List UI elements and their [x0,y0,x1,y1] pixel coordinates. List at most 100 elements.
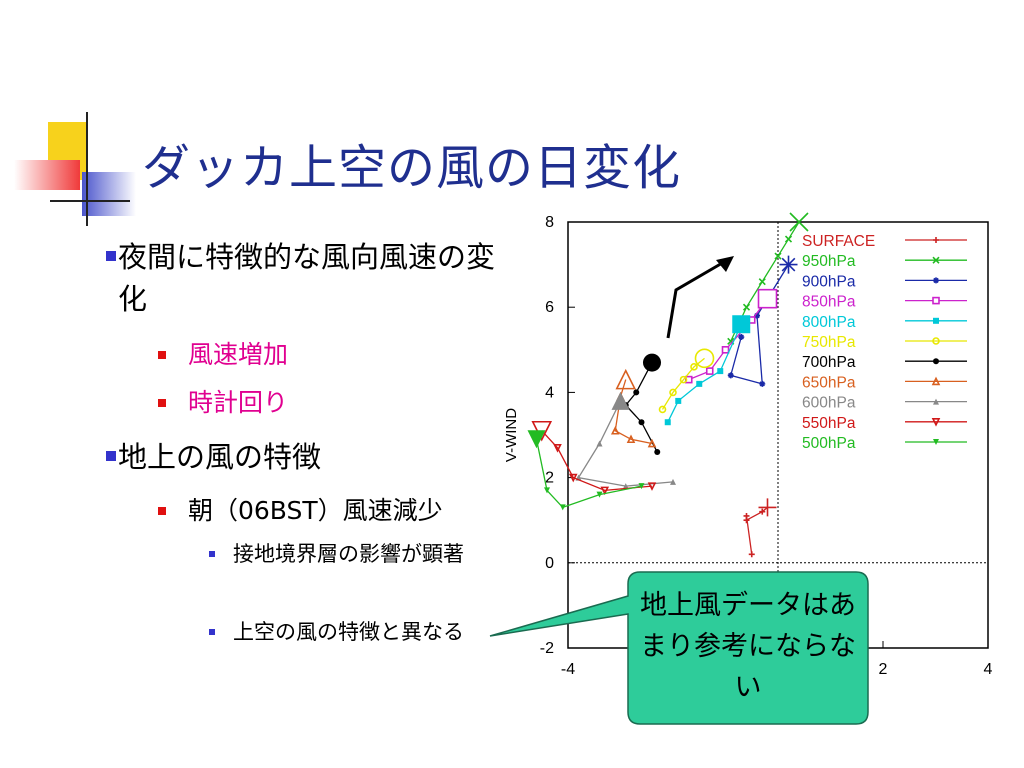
x-tick-label: -4 [561,661,575,678]
series-750hpa [658,348,715,414]
series-line [614,379,653,445]
callout-text: 地上風データはあまり参考にならない [640,590,856,703]
data-point [933,398,939,405]
legend-label: 550hPa [802,415,856,432]
data-point [647,438,657,448]
data-point [611,391,630,410]
x-tick-label: 2 [879,661,888,678]
bullet-square-icon [106,251,116,261]
bullet-l1-surface-wind: 地上の風の特徴 [106,436,498,478]
series-line [577,400,674,487]
data-point [610,425,620,435]
data-point [727,372,734,379]
legend-label: 600hPa [802,395,856,412]
x-tick-label: 4 [984,661,993,678]
data-point [732,315,751,334]
legend-label: 950hPa [802,253,856,270]
data-point [658,405,667,414]
data-point [758,278,766,286]
series-500hpa [527,430,645,511]
y-tick-label: 2 [545,470,554,487]
data-point [931,417,941,427]
data-point [654,449,661,456]
decor-vertical-line [86,112,88,226]
bullet-square-icon [209,629,215,635]
data-point [559,504,566,511]
data-point [544,487,550,494]
arrowhead-icon [716,256,734,272]
y-axis-label: V-WIND [503,408,520,462]
bullet-square-icon [106,451,116,461]
data-point [638,419,645,426]
data-point [647,482,657,491]
data-point [758,498,777,517]
legend-label: 850hPa [802,294,856,311]
data-point [789,212,809,232]
clockwise-arrow-icon [666,260,725,339]
bullet-square-icon [158,507,166,515]
data-point [738,334,745,341]
data-point [679,375,688,384]
bullet-l2-clockwise: 時計回り [158,386,288,420]
y-tick-label: 0 [545,555,554,572]
y-tick-label: 4 [545,384,554,401]
series-surface [743,498,777,558]
data-point [596,491,603,498]
decor-horizontal-line [50,200,130,202]
data-point [933,237,939,243]
data-point [638,483,645,490]
data-point [596,440,603,447]
decor-red-block [14,160,80,190]
data-point [717,368,724,375]
data-point [527,430,546,449]
decor-blue-block [82,172,136,216]
legend-label: 700hPa [802,354,856,371]
bullet-square-icon [209,551,215,557]
data-point [626,434,636,444]
series-850hpa [684,288,778,384]
data-point [696,380,703,387]
legend-label: 650hPa [802,374,856,391]
data-point [779,255,798,274]
legend-label: 750hPa [802,334,856,351]
series-line [745,506,768,555]
data-point [933,277,939,284]
data-point [932,256,940,264]
bullet-l3-differs-from-upper: 上空の風の特徴と異なる [209,618,493,646]
series-950hpa [727,212,809,345]
data-point [742,303,751,311]
data-point [721,345,730,354]
data-point [774,252,782,260]
y-tick-label: 6 [545,299,554,316]
bullet-square-icon [158,351,166,359]
data-point [932,296,940,305]
data-point [759,380,766,387]
data-point [675,397,682,404]
legend-label: 800hPa [802,314,856,331]
legend-label: 500hPa [802,435,856,452]
data-point [600,486,610,496]
data-point [669,388,677,397]
data-point [743,517,750,524]
bullet-l3-boundary-layer: 接地境界層の影響が顕著 [209,540,493,568]
data-point [931,376,941,386]
series-650hpa [610,368,657,448]
slide-title: ダッカ上空の風の日変化 [142,140,682,196]
callout-bubble [489,571,869,725]
bullet-l2-speed-increase: 風速増加 [158,338,288,372]
data-point [784,235,793,243]
y-tick-label: -2 [540,640,554,657]
data-point [568,473,578,483]
series-line [541,430,653,492]
bullet-l1-night-change: 夜間に特徴的な風向風速の変化 [106,236,498,320]
data-point [670,478,676,485]
data-point [694,348,715,369]
data-point [933,317,939,324]
chart-series [527,212,809,558]
data-point [690,363,698,371]
data-point [748,551,755,558]
legend-label: 900hPa [802,273,856,290]
data-point [757,288,778,309]
